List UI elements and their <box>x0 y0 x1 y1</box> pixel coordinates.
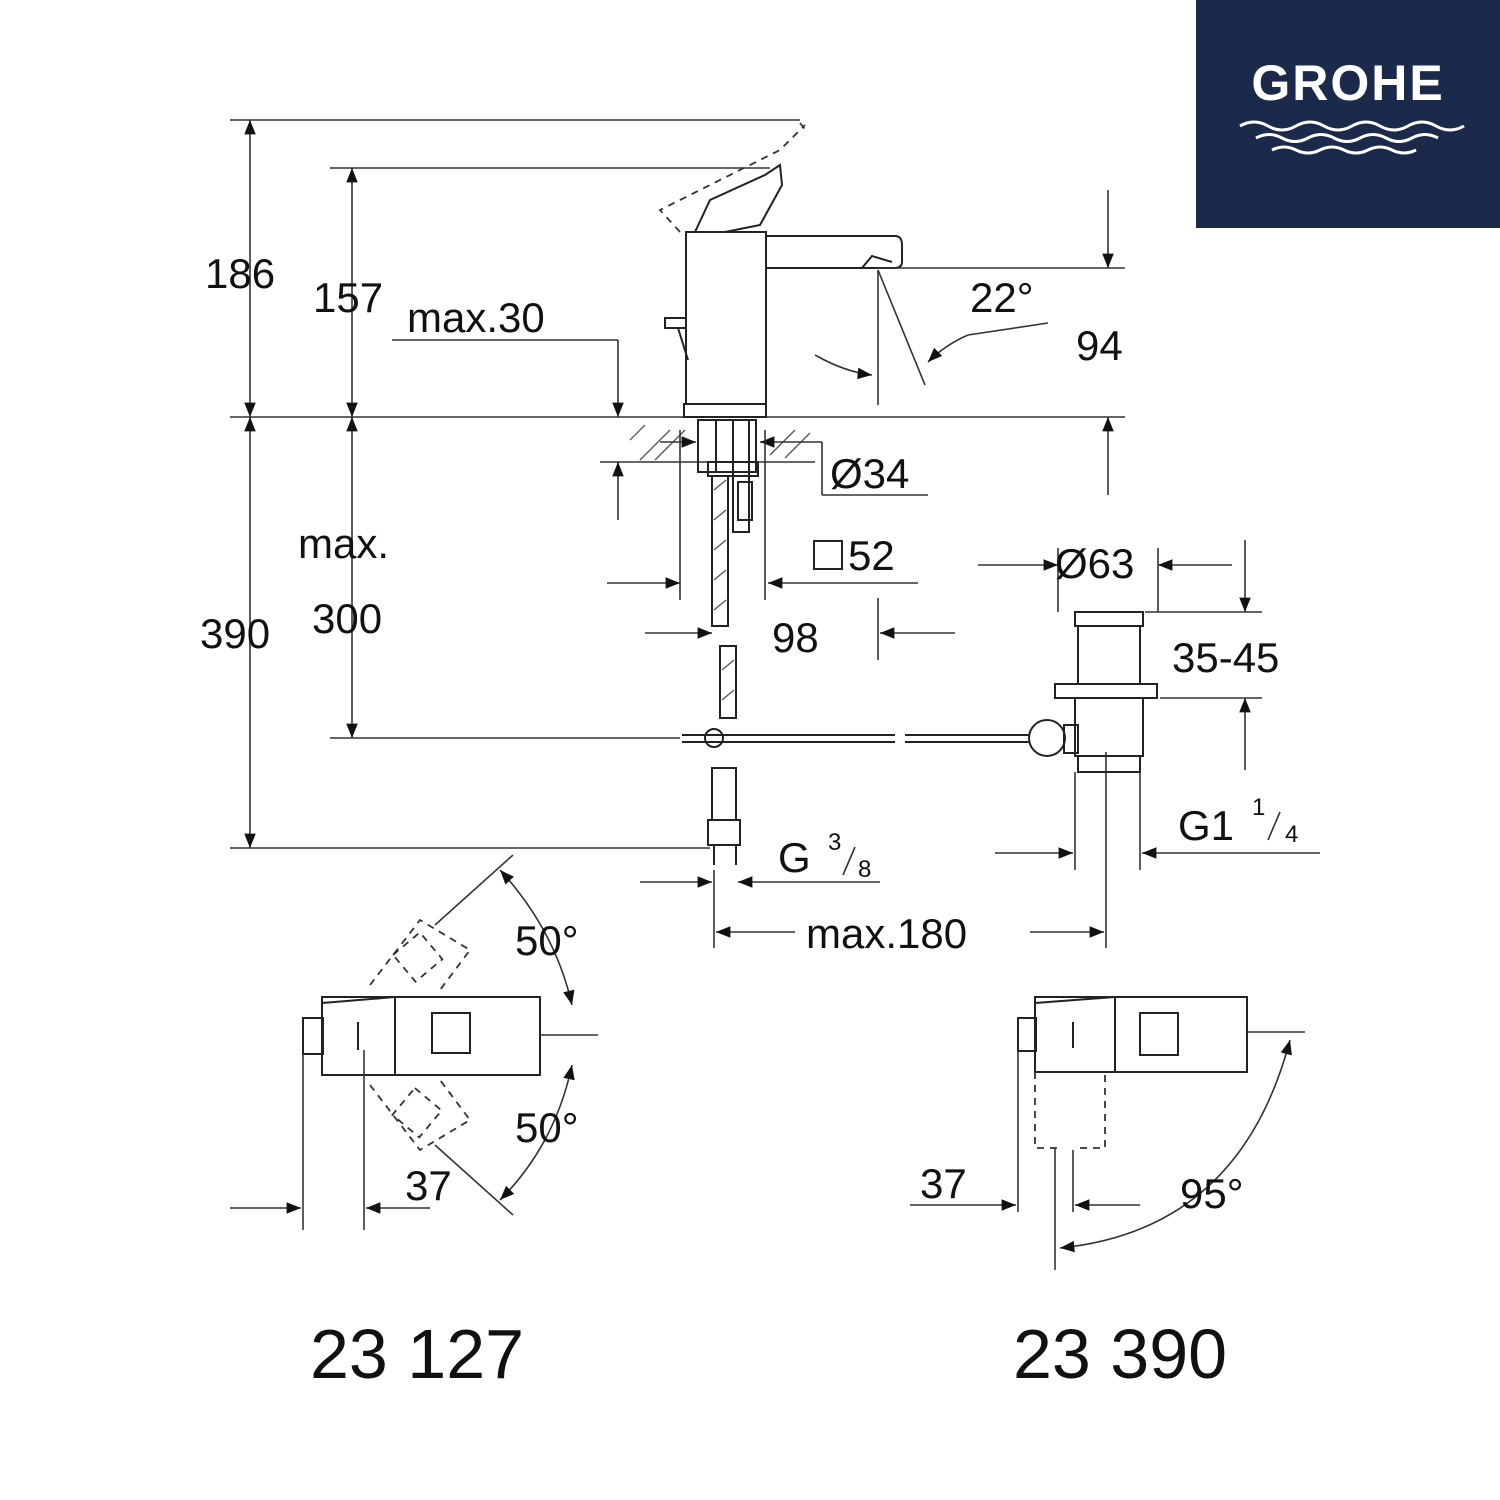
waste-fitting <box>1028 611 1158 870</box>
dim-300: 300 <box>312 595 382 642</box>
dim-angle-50-bottom: 50° <box>515 1104 579 1151</box>
dim-angle-95: 95° <box>1180 1170 1244 1217</box>
dim-thread-g1: G1 <box>1178 802 1234 849</box>
dim-37-left: 37 <box>405 1162 452 1209</box>
dim-thread-g1-num: 1 <box>1252 794 1265 821</box>
dim-98: 98 <box>772 614 819 661</box>
dim-thread-g38: G <box>778 834 811 881</box>
dim-thread-g38-num: 3 <box>828 829 841 856</box>
model-number-right: 23 390 <box>1013 1315 1227 1393</box>
dimension-labels: 186 157 max.30 22° 94 Ø34 max. 300 390 5… <box>200 250 1298 1217</box>
dim-94: 94 <box>1076 322 1123 369</box>
dim-dia-34: Ø34 <box>830 450 909 497</box>
dim-thread-g38-den: 8 <box>858 856 871 883</box>
dim-square-52: 52 <box>848 532 895 579</box>
dim-max-label: max. <box>298 520 389 567</box>
dim-max180: max.180 <box>806 910 967 957</box>
horizontal-dimensions <box>607 430 1320 948</box>
dim-angle-50-top: 50° <box>515 917 579 964</box>
vertical-dimensions <box>230 119 1125 849</box>
faucet-side-view <box>230 122 1125 865</box>
dim-max30: max.30 <box>407 294 545 341</box>
grohe-logo: GROHE <box>1196 0 1500 228</box>
dim-35-45: 35-45 <box>1172 634 1279 681</box>
top-view-23390 <box>910 995 1305 1270</box>
top-view-23127 <box>230 854 598 1230</box>
logo-wordmark: GROHE <box>1251 55 1445 111</box>
dim-390: 390 <box>200 610 270 657</box>
logo-waves-icon <box>1239 120 1465 155</box>
dim-157: 157 <box>313 274 383 321</box>
dim-37-right: 37 <box>920 1160 967 1207</box>
model-number-left: 23 127 <box>310 1315 524 1393</box>
dim-dia-63: Ø63 <box>1055 540 1134 587</box>
dim-186: 186 <box>205 250 275 297</box>
dim-angle-22: 22° <box>970 274 1034 321</box>
dim-thread-g1-den: 4 <box>1285 821 1298 848</box>
